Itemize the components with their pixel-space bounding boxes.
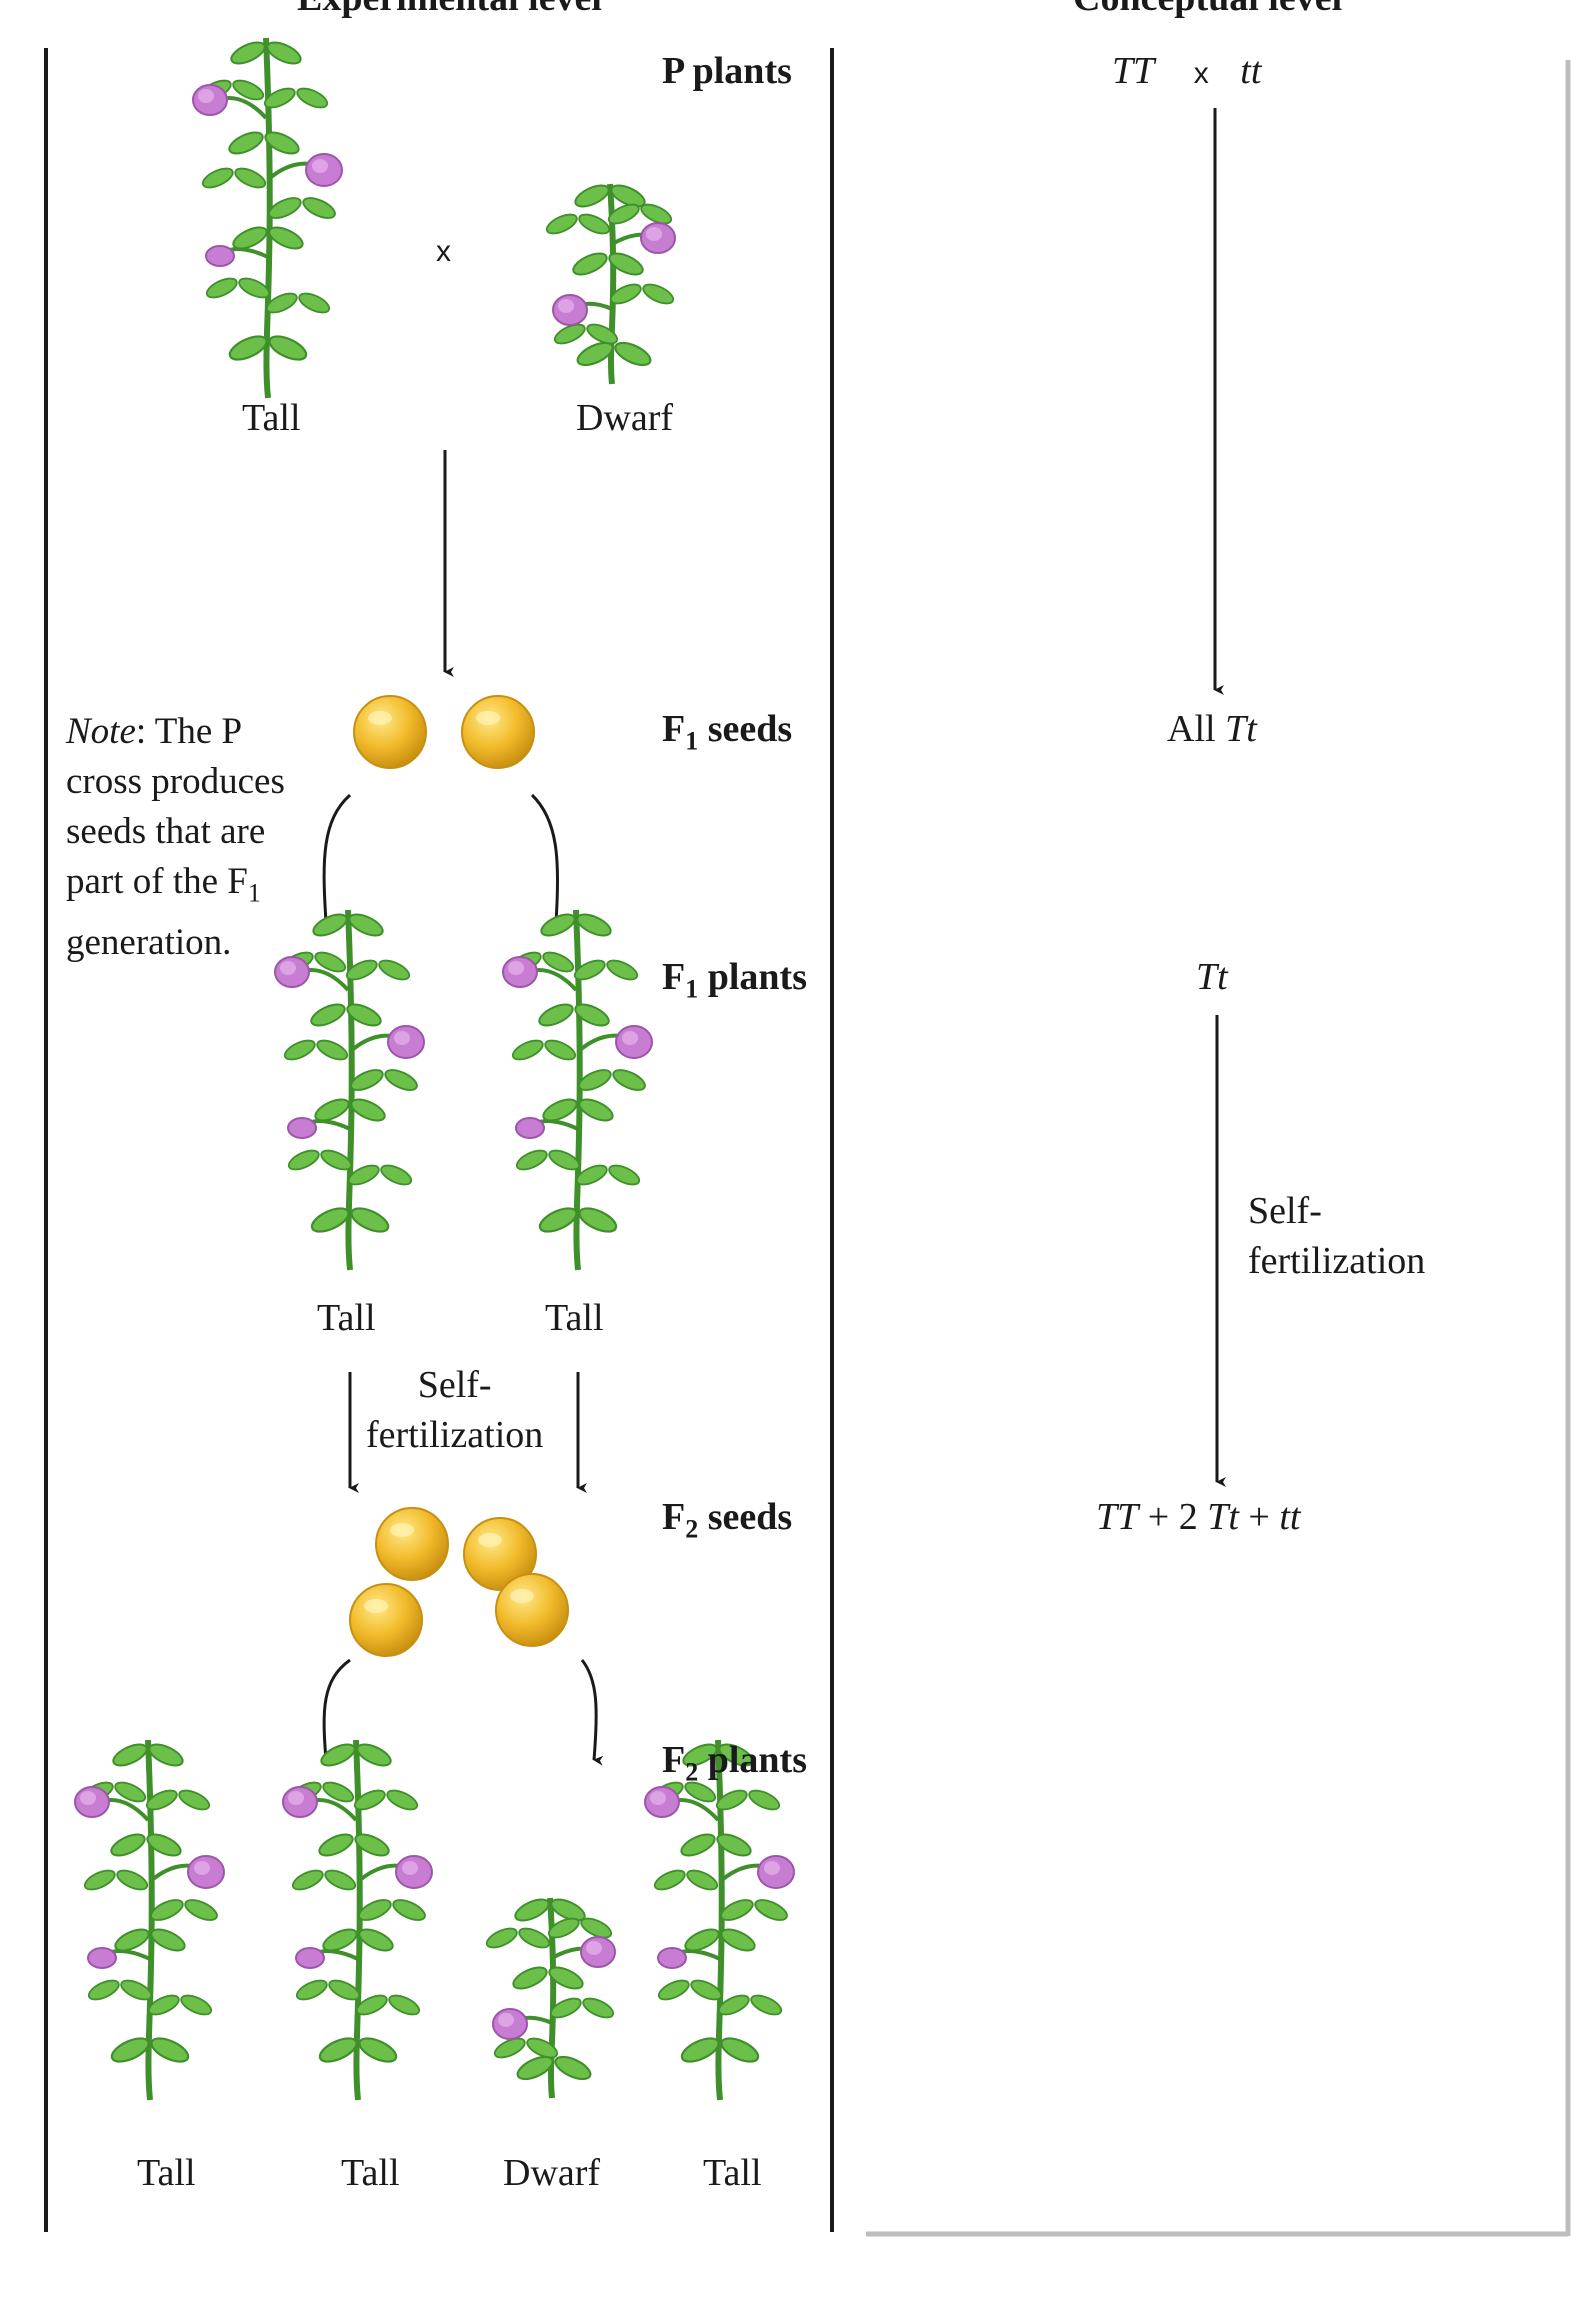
- header-conceptual: Conceptual level: [1073, 0, 1342, 20]
- f1-plant-right: [503, 910, 652, 1270]
- p-dwarf-plant: [544, 181, 676, 384]
- f2-seed-4: [495, 1573, 569, 1647]
- f2-plant-4: [645, 1740, 794, 2100]
- f2-seed-3: [349, 1583, 423, 1657]
- concept-p-cross: TT x tt: [1112, 50, 1262, 92]
- f1-right-tall-label: Tall: [545, 1297, 604, 1339]
- arrow-f1-seed-left: [322, 793, 351, 927]
- f2-plant-2-label: Tall: [341, 2152, 400, 2194]
- f2-plant-3-label: Dwarf: [503, 2152, 601, 2194]
- f2-plants-label: F2 plants: [662, 1739, 807, 1787]
- f1-plant-left: [275, 910, 424, 1270]
- concept-f1-all: All Tt: [1167, 708, 1257, 750]
- f1-seed-2: [461, 695, 535, 769]
- concept-self-fertilization: Self- fertilization: [1248, 1190, 1426, 1282]
- f1-seeds-label: F1 seeds: [662, 708, 793, 756]
- p-plants-label: P plants: [662, 50, 792, 92]
- f2-plant-1-label: Tall: [137, 2152, 196, 2194]
- concept-f1-genotype: Tt: [1196, 956, 1228, 998]
- p-tall-label: Tall: [242, 397, 301, 439]
- arrow-f2-seed-left: [322, 1658, 351, 1765]
- f1-seed-1: [353, 695, 427, 769]
- f2-plant-3: [484, 1895, 616, 2098]
- f2-plant-2: [283, 1740, 432, 2100]
- self-fertilization-label: Self- fertilization: [366, 1364, 544, 1456]
- p-tall-plant: [193, 38, 342, 398]
- p-cross-symbol: x: [436, 235, 451, 268]
- p-dwarf-label: Dwarf: [576, 397, 674, 439]
- arrow-f2-seed-right: [580, 1659, 604, 1766]
- arrow-f1-seed-right: [530, 793, 566, 928]
- f2-plant-4-label: Tall: [703, 2152, 762, 2194]
- f2-plant-1: [75, 1740, 224, 2100]
- concept-f2-ratio: TT + 2 Tt + tt: [1096, 1496, 1301, 1538]
- f1-plants-label: F1 plants: [662, 956, 807, 1004]
- header-experimental: Experimental level: [297, 0, 602, 20]
- f1-left-tall-label: Tall: [317, 1297, 376, 1339]
- f2-seed-1: [375, 1507, 449, 1581]
- f2-seeds-label: F2 seeds: [662, 1496, 793, 1544]
- note-text: Note: The P cross produces seeds that ar…: [66, 711, 285, 964]
